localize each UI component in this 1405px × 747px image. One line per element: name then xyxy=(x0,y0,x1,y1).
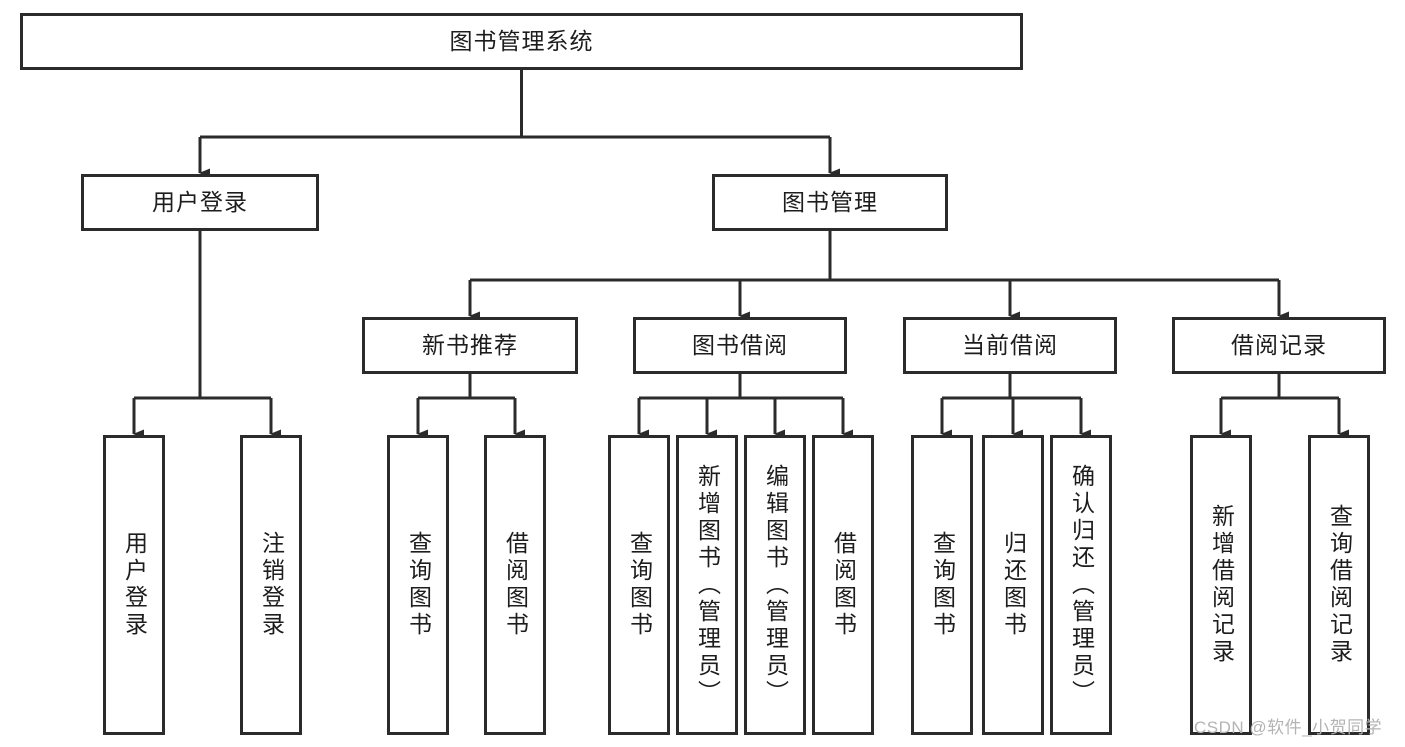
node-label: 新增图书（管理员） xyxy=(694,463,721,707)
csdn-watermark: CSDN @软件_小贺同学 xyxy=(1194,718,1383,737)
node-label: 用户登录 xyxy=(152,188,248,215)
node-label: 编辑图书（管理员） xyxy=(762,463,789,707)
node-leaf7[interactable]: 编辑图书（管理员） xyxy=(744,435,806,735)
node-bookmgmt[interactable]: 图书管理 xyxy=(712,174,948,231)
node-leaf13[interactable]: 查询借阅记录 xyxy=(1308,435,1370,735)
node-leaf6[interactable]: 新增图书（管理员） xyxy=(676,435,738,735)
node-leaf8[interactable]: 借阅图书 xyxy=(812,435,874,735)
node-label: 图书管理 xyxy=(782,188,878,215)
node-label: 用户登录 xyxy=(121,531,148,639)
node-leaf3[interactable]: 查询图书 xyxy=(387,435,449,735)
node-label: 新增借阅记录 xyxy=(1208,504,1235,666)
node-leaf4[interactable]: 借阅图书 xyxy=(484,435,546,735)
node-leaf9[interactable]: 查询图书 xyxy=(911,435,973,735)
node-label: 查询图书 xyxy=(626,531,653,639)
node-label: 查询图书 xyxy=(929,531,956,639)
node-label: 确认归还（管理员） xyxy=(1068,463,1095,707)
node-label: 查询借阅记录 xyxy=(1326,504,1353,666)
node-borrow[interactable]: 图书借阅 xyxy=(633,317,847,374)
node-leaf12[interactable]: 新增借阅记录 xyxy=(1190,435,1252,735)
node-label: 图书借阅 xyxy=(692,331,788,358)
node-leaf1[interactable]: 用户登录 xyxy=(103,435,165,735)
node-root[interactable]: 图书管理系统 xyxy=(20,13,1023,70)
node-label: 新书推荐 xyxy=(422,331,518,358)
node-login[interactable]: 用户登录 xyxy=(81,174,319,231)
node-leaf11[interactable]: 确认归还（管理员） xyxy=(1050,435,1112,735)
node-records[interactable]: 借阅记录 xyxy=(1172,317,1386,374)
node-leaf5[interactable]: 查询图书 xyxy=(608,435,670,735)
node-label: 借阅图书 xyxy=(830,531,857,639)
node-current[interactable]: 当前借阅 xyxy=(903,317,1117,374)
node-label: 注销登录 xyxy=(258,531,285,639)
node-label: 借阅图书 xyxy=(502,531,529,639)
node-label: 当前借阅 xyxy=(962,331,1058,358)
node-newbook[interactable]: 新书推荐 xyxy=(362,317,578,374)
node-leaf2[interactable]: 注销登录 xyxy=(240,435,302,735)
node-label: 查询图书 xyxy=(405,531,432,639)
node-label: 借阅记录 xyxy=(1231,331,1327,358)
node-label: 图书管理系统 xyxy=(449,27,594,54)
node-leaf10[interactable]: 归还图书 xyxy=(982,435,1044,735)
node-label: 归还图书 xyxy=(1000,531,1027,639)
